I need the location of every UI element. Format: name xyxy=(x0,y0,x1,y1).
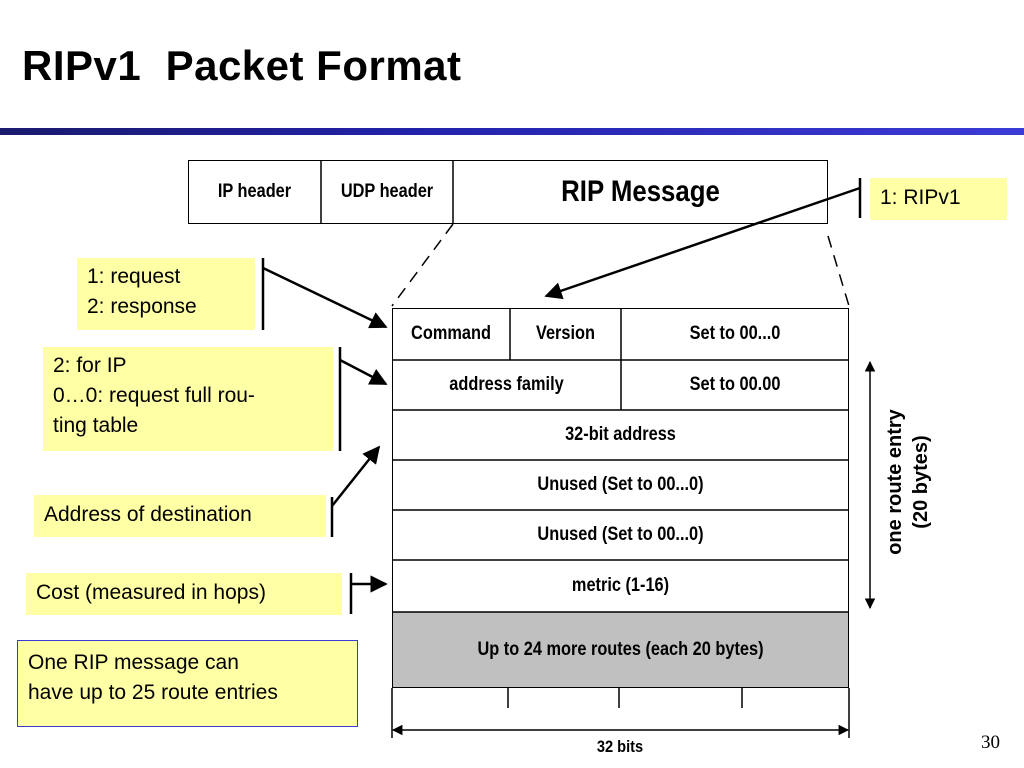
route-entry-line-2: (20 bytes) xyxy=(910,435,932,529)
version-cell: Version xyxy=(535,323,596,344)
title-divider xyxy=(0,128,1024,135)
address-note-text: Address of destination xyxy=(44,503,252,526)
width-label: 32 bits xyxy=(596,737,644,756)
family-note-line-3: ting table xyxy=(53,414,139,437)
metric-note-text: Cost (measured in hops) xyxy=(36,581,266,604)
metric-cell: metric (1-16) xyxy=(571,575,670,596)
version-note-text: 1: RIPv1 xyxy=(880,186,961,209)
summary-note-line-2: have up to 25 route entries xyxy=(28,681,278,704)
more-routes-row xyxy=(393,612,848,687)
ip-header-cell: IP header xyxy=(217,181,292,202)
address-note: Address of destination xyxy=(34,495,326,537)
unused-cell-2: Unused (Set to 00...0) xyxy=(537,524,704,545)
family-note-line-1: 2: for IP xyxy=(53,354,127,377)
more-routes-label: Up to 24 more routes (each 20 bytes) xyxy=(477,638,764,660)
rip-message-cell: RIP Message xyxy=(561,175,720,208)
page-number: 30 xyxy=(981,732,1000,753)
udp-header-cell: UDP header xyxy=(340,181,434,202)
summary-note-line-1: One RIP message can xyxy=(28,651,239,674)
address-family-cell: address family xyxy=(449,374,564,395)
family-note: 2: for IP 0…0: request full rou- ting ta… xyxy=(43,347,333,451)
set-zero-cell-2: Set to 00.00 xyxy=(689,374,781,395)
command-note-line-1: 1: request xyxy=(87,265,181,288)
route-entry-line-1: one route entry xyxy=(884,409,906,555)
address-cell: 32-bit address xyxy=(565,424,676,445)
metric-note: Cost (measured in hops) xyxy=(26,573,342,615)
summary-note: One RIP message can have up to 25 route … xyxy=(17,640,358,727)
set-zero-cell-1: Set to 00...0 xyxy=(689,323,781,344)
route-entry-label: one route entry (20 bytes) xyxy=(882,372,942,592)
family-note-line-2: 0…0: request full rou- xyxy=(53,384,255,407)
page-title: RIPv1 Packet Format xyxy=(22,42,462,89)
version-note: 1: RIPv1 xyxy=(870,178,1007,220)
unused-cell-1: Unused (Set to 00...0) xyxy=(537,474,704,495)
command-note-line-2: 2: response xyxy=(87,295,197,318)
command-cell: Command xyxy=(411,323,491,344)
command-note: 1: request 2: response xyxy=(77,258,255,330)
